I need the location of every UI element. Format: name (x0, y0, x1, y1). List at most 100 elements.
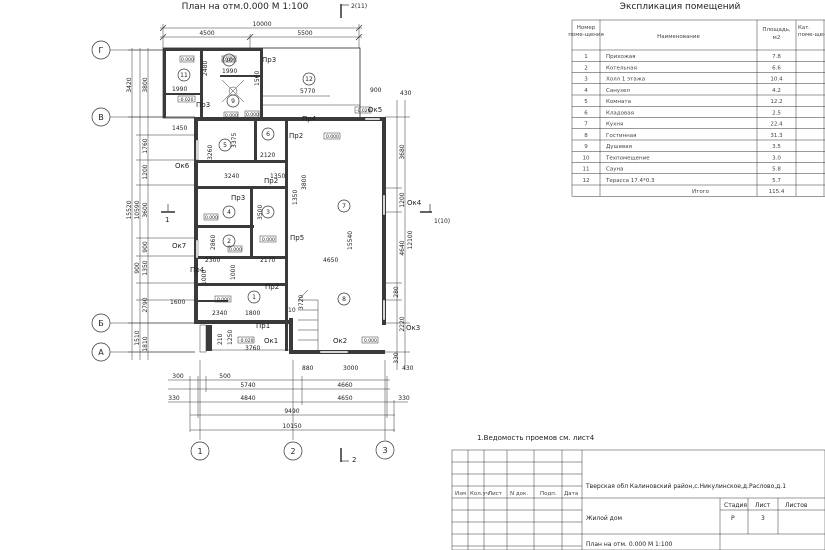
svg-text:Ок5: Ок5 (368, 106, 382, 114)
room-number-4 (222, 205, 236, 219)
table-cell-number: 10 (583, 155, 590, 161)
tb-stage-label: Стадия (724, 502, 747, 509)
svg-text:0.000: 0.000 (229, 247, 242, 253)
svg-text:1760: 1760 (142, 138, 149, 153)
table-cell-area: 4.2 (772, 88, 781, 94)
axis-bubble-2 (283, 441, 303, 461)
svg-text:10150: 10150 (282, 423, 301, 430)
room-number-6 (261, 127, 275, 141)
svg-text:1350: 1350 (142, 260, 149, 275)
tb-address: Тверская обл Калиновский район,с.Никулин… (585, 483, 786, 490)
main-walls (194, 117, 386, 354)
svg-text:Б: Б (98, 319, 104, 328)
table-cell-name: Техпомещение (605, 155, 650, 161)
svg-text:430: 430 (400, 90, 412, 97)
svg-text:10: 10 (225, 57, 233, 64)
svg-text:Ок3: Ок3 (406, 324, 420, 332)
svg-text:В: В (98, 113, 104, 122)
svg-text:10590: 10590 (134, 200, 141, 219)
svg-text:3420: 3420 (126, 77, 133, 92)
svg-text:4: 4 (227, 209, 231, 216)
dim-top-total: 10000 (252, 21, 271, 28)
table-header-area: Площадь, (762, 27, 791, 33)
table-cell-number: 12 (583, 178, 590, 184)
svg-text:2340: 2340 (212, 310, 227, 317)
table-header-name: Наименование (657, 34, 700, 40)
room-number-5 (218, 138, 232, 152)
table-cell-name: Терасса 17.4*0.3 (605, 178, 655, 184)
table-cell-name: Душевая (606, 144, 632, 150)
table-cell-number: 5 (584, 99, 588, 105)
svg-text:-0.020: -0.020 (356, 108, 371, 114)
svg-text:900: 900 (134, 262, 141, 274)
svg-text:8: 8 (342, 296, 346, 303)
table-cell-area: 6.6 (772, 65, 781, 71)
axis-bubble-a (91, 342, 111, 362)
tb-header-data: Дата (564, 491, 578, 497)
axis-bubble-g (91, 40, 111, 60)
svg-text:15540: 15540 (347, 231, 354, 250)
svg-text:0.000: 0.000 (326, 134, 339, 140)
svg-text:3800: 3800 (142, 77, 149, 92)
svg-text:1990: 1990 (222, 68, 237, 75)
svg-text:3600: 3600 (142, 202, 149, 217)
table-cell-area: 3.5 (772, 144, 781, 150)
svg-text:1200: 1200 (399, 192, 406, 207)
svg-text:3000: 3000 (343, 365, 358, 372)
svg-text:2120: 2120 (260, 152, 275, 159)
svg-text:330: 330 (393, 352, 400, 364)
tb-sheets-label: Листов (785, 502, 808, 509)
svg-text:880: 880 (302, 365, 314, 372)
table-cell-number: 7 (584, 122, 588, 128)
svg-text:0.000: 0.000 (217, 297, 230, 303)
svg-text:0.000: 0.000 (205, 215, 218, 221)
svg-text:1350: 1350 (292, 190, 299, 205)
tb-header-izm: Изм (455, 491, 466, 497)
axis-bubble-v (91, 107, 111, 127)
room-number-1 (247, 290, 261, 304)
svg-text:Пр3: Пр3 (196, 101, 210, 109)
svg-text:9490: 9490 (284, 408, 299, 415)
svg-text:15520: 15520 (126, 200, 133, 219)
svg-text:0.000: 0.000 (181, 57, 194, 63)
tb-sheet: 3 (761, 515, 765, 522)
tb-stage: Р (731, 515, 735, 522)
svg-text:2480: 2480 (202, 61, 209, 76)
table-header-category-2: поме-щения (798, 32, 825, 38)
svg-text:Ок7: Ок7 (172, 242, 186, 250)
table-total-label: Итого (692, 189, 710, 195)
tb-building: Жилой дом (586, 515, 622, 522)
table-cell-number: 4 (584, 88, 588, 94)
svg-text:430: 430 (402, 365, 414, 372)
dimensions-right: 430 3680 12100 1200 4640 280 2220 330 43… (385, 90, 414, 372)
table-cell-number: 3 (584, 77, 588, 83)
room-number-9 (226, 94, 240, 108)
section-label-top: 2(11) (351, 3, 367, 10)
table-cell-area: 5.7 (772, 178, 781, 184)
svg-text:Пр5: Пр5 (290, 234, 304, 242)
table-cell-name: Кладовая (606, 110, 634, 116)
svg-text:Пр4: Пр4 (190, 266, 205, 274)
room-number-7 (337, 199, 351, 213)
tb-header-podp: Подп. (540, 491, 557, 497)
svg-text:4650: 4650 (337, 395, 352, 402)
svg-text:4650: 4650 (323, 257, 338, 264)
room-number-2 (222, 234, 236, 248)
table-cell-area: 3.0 (772, 155, 781, 161)
svg-text:4660: 4660 (337, 382, 352, 389)
svg-text:3375: 3375 (231, 133, 238, 148)
svg-text:4840: 4840 (240, 395, 255, 402)
table-cell-number: 6 (584, 110, 588, 116)
svg-text:Г: Г (99, 46, 104, 55)
section-label-bottom: 2 (352, 456, 356, 464)
svg-text:500: 500 (219, 373, 231, 380)
explication-title: Экспликация помещений (620, 2, 741, 12)
svg-text:1560: 1560 (254, 71, 261, 86)
svg-text:3260: 3260 (207, 145, 214, 160)
section-label-right: 1(10) (434, 218, 450, 225)
table-cell-area: 7.8 (772, 54, 781, 60)
svg-text:4640: 4640 (399, 240, 406, 255)
dimensions-top: 10000 4500 5500 (159, 21, 363, 48)
svg-text:0.000: 0.000 (364, 338, 377, 344)
svg-text:0.000: 0.000 (262, 237, 275, 243)
